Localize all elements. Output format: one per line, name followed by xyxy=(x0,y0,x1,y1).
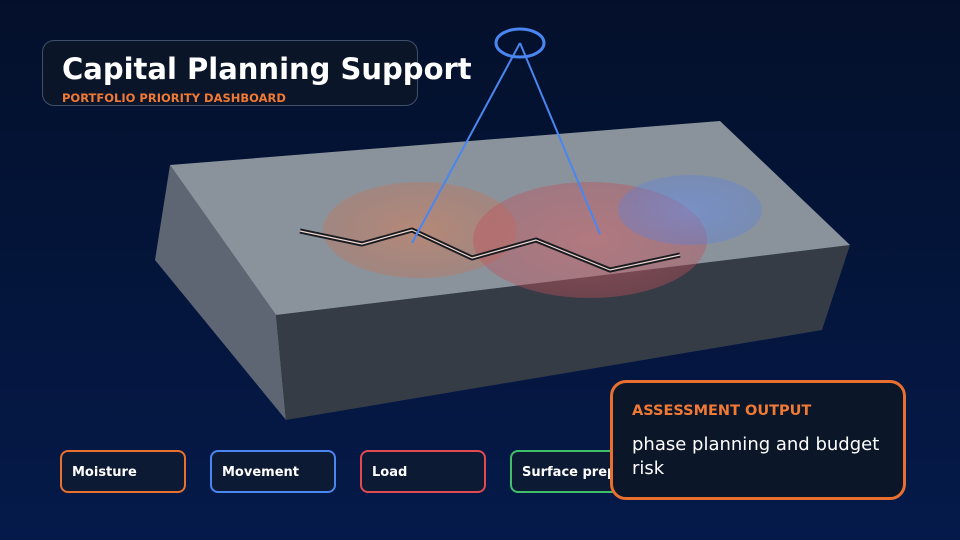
page-subtitle: PORTFOLIO PRIORITY DASHBOARD xyxy=(62,91,286,105)
sensor-beam-left xyxy=(411,42,521,244)
factor-chip-label: Movement xyxy=(222,465,299,480)
sensor-ring-icon xyxy=(494,27,546,59)
page-title: Capital Planning Support xyxy=(62,52,472,86)
assessment-output-card: ASSESSMENT OUTPUT phase planning and bud… xyxy=(610,380,906,500)
factor-chip-load: Load xyxy=(360,450,486,493)
factor-chip-label: Moisture xyxy=(72,465,137,480)
slab-left-face xyxy=(155,165,286,420)
movement-zone xyxy=(618,175,762,245)
factor-chip-label: Surface prep xyxy=(522,465,617,480)
factor-chip-movement: Movement xyxy=(210,450,336,493)
crack-highlight xyxy=(299,229,681,271)
title-card: Capital Planning Support PORTFOLIO PRIOR… xyxy=(42,40,472,106)
assessment-output-title: ASSESSMENT OUTPUT xyxy=(632,403,812,419)
slab-front-face xyxy=(276,245,850,420)
assessment-output-body: phase planning and budget risk xyxy=(632,434,880,479)
factor-chip-label: Load xyxy=(372,465,408,480)
sensor-beam-right xyxy=(519,42,601,235)
factor-chip-moisture: Moisture xyxy=(60,450,186,493)
